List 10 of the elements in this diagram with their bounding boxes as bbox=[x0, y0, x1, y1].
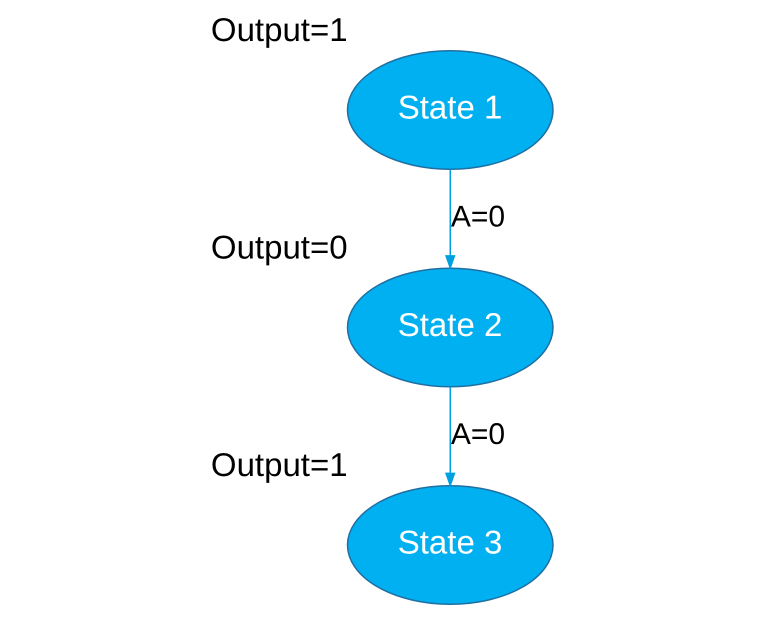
node-ellipse: State 3 bbox=[346, 485, 554, 605]
node-ellipse: State 2 bbox=[346, 268, 554, 388]
node-label: Output=0 bbox=[210, 228, 348, 266]
node-label: Output=1 bbox=[210, 446, 348, 484]
node-label: Output=1 bbox=[210, 11, 348, 48]
edge-label: A=0 bbox=[450, 200, 506, 234]
arrow bbox=[445, 387, 456, 488]
edge-label: A=0 bbox=[450, 418, 506, 451]
arrow bbox=[445, 170, 456, 270]
node-ellipse: State 1 bbox=[346, 50, 554, 170]
